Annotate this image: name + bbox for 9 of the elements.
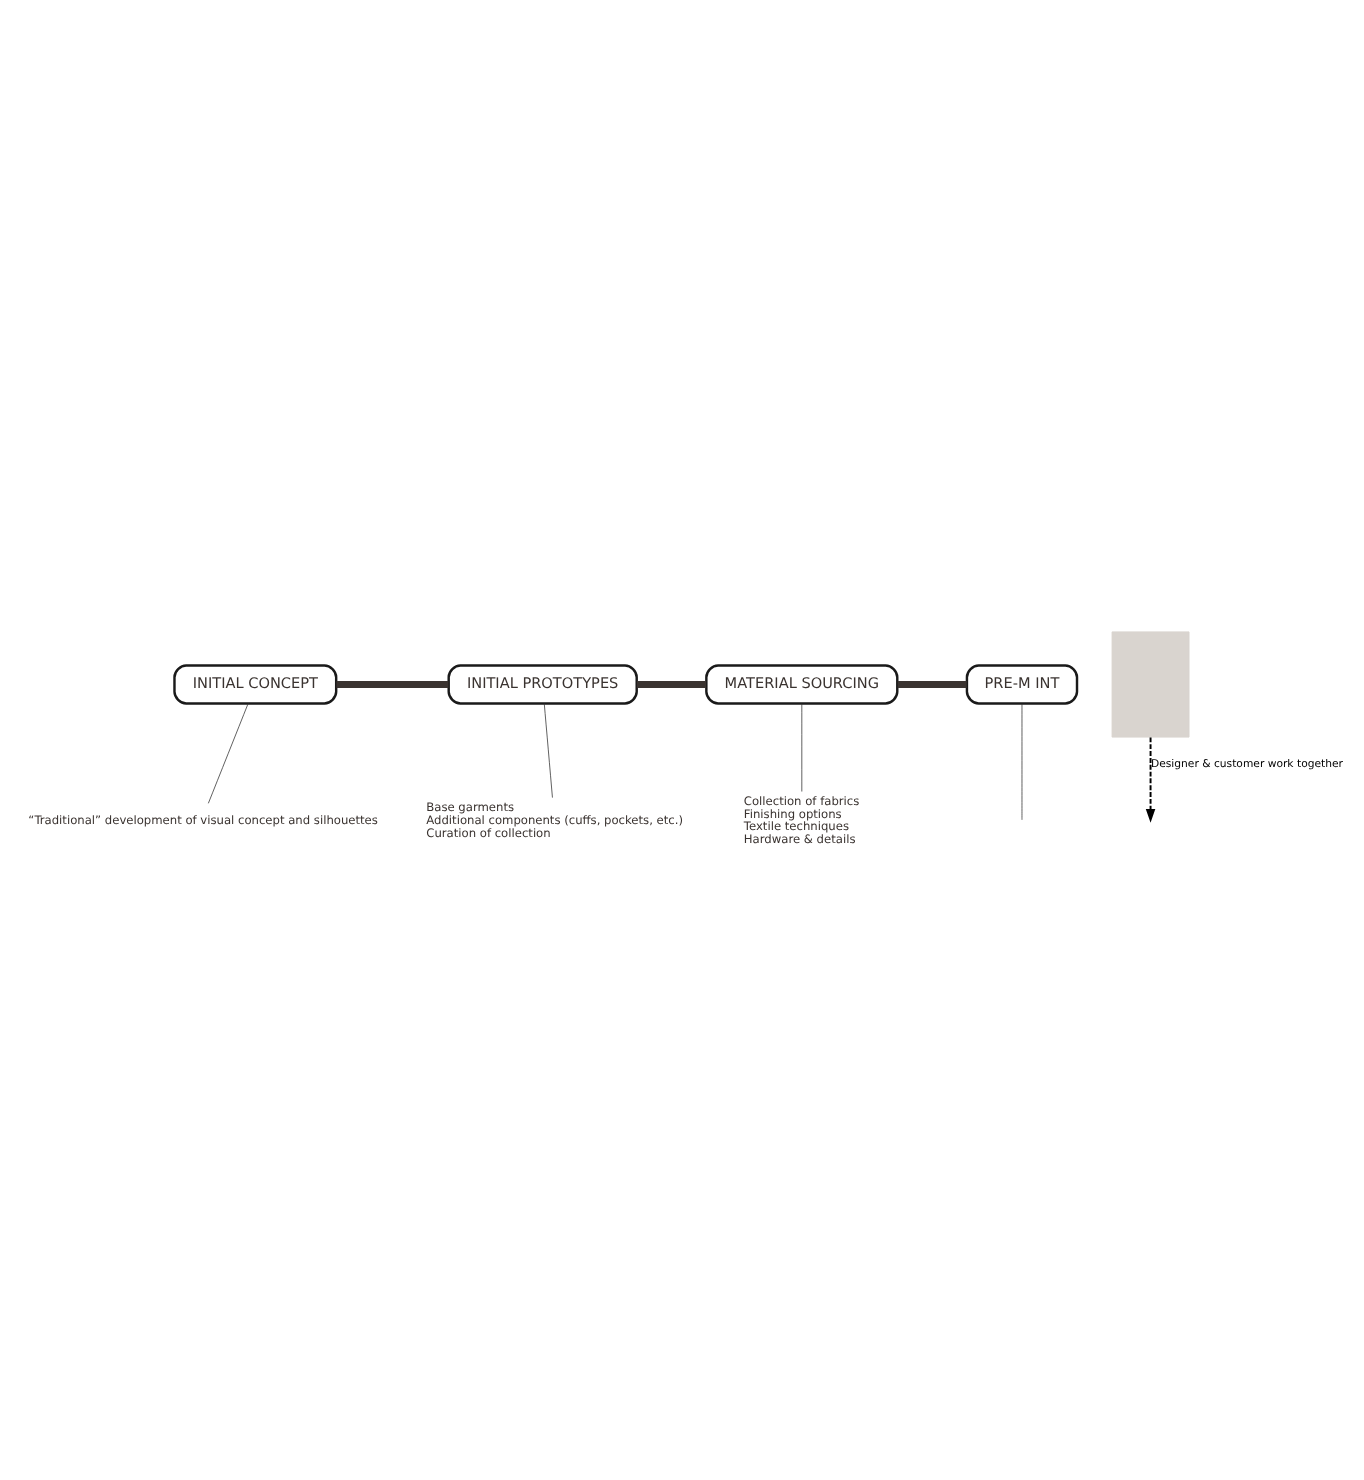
connector bbox=[636, 680, 707, 687]
arrow bbox=[1145, 735, 1156, 822]
connector bbox=[897, 680, 967, 687]
node-box bbox=[1111, 630, 1190, 737]
connector bbox=[1021, 702, 1023, 820]
connector bbox=[801, 702, 803, 791]
connector bbox=[543, 702, 553, 797]
connector bbox=[336, 680, 449, 687]
connector bbox=[207, 702, 249, 803]
